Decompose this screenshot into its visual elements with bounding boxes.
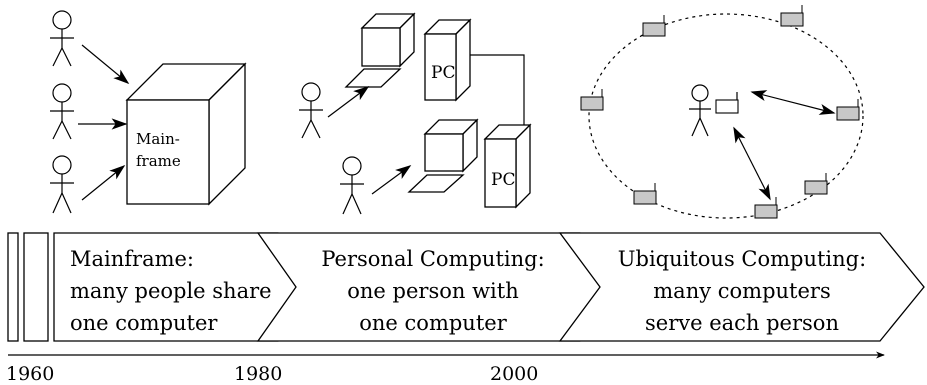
arrow xyxy=(327,86,370,118)
era-text: one computer xyxy=(359,311,507,335)
double-arrow xyxy=(750,90,836,115)
person-figure xyxy=(299,82,323,139)
person-figure xyxy=(50,155,74,214)
keyboard xyxy=(344,68,402,88)
era-text: one computer xyxy=(70,311,218,335)
device-group xyxy=(580,5,860,219)
person-figure xyxy=(340,156,364,215)
personal-device xyxy=(715,92,739,114)
timeline-strip: Mainframe: many people share one compute… xyxy=(7,232,925,342)
era-chevron xyxy=(558,232,925,342)
mainframe-label: frame xyxy=(136,152,181,170)
monitor xyxy=(360,12,416,68)
gray-device xyxy=(780,5,804,27)
arrow xyxy=(81,44,130,85)
gray-device xyxy=(836,99,860,121)
year-label: 2000 xyxy=(490,363,538,385)
person-figure xyxy=(50,83,74,140)
era-heading: Mainframe: xyxy=(70,247,194,271)
timeline-bar xyxy=(7,232,19,342)
era-text: one person with xyxy=(347,279,518,303)
double-arrow xyxy=(733,126,771,201)
era-text: many people share xyxy=(70,279,272,303)
arrow xyxy=(371,165,412,195)
year-label: 1980 xyxy=(234,363,282,385)
pc-label: PC xyxy=(491,170,515,190)
pc-tower: PC xyxy=(423,18,472,102)
gray-device xyxy=(642,15,666,37)
pc-label: PC xyxy=(431,63,455,83)
mainframe-label: Main- xyxy=(136,130,180,148)
gray-device xyxy=(754,197,778,219)
device-ring xyxy=(588,13,864,219)
era-heading: Ubiquitous Computing: xyxy=(618,247,866,271)
era-text: many computers xyxy=(653,279,830,303)
monitor xyxy=(423,118,479,173)
personal-computing-scene: PC PC xyxy=(299,12,532,215)
era-text: serve each person xyxy=(645,311,839,335)
era-heading: Personal Computing: xyxy=(321,247,544,271)
mainframe-scene: Main- frame xyxy=(50,10,247,214)
mainframe-cube: Main- frame xyxy=(125,62,247,206)
gray-device xyxy=(633,183,657,205)
keyboard xyxy=(407,174,465,193)
year-label: 1960 xyxy=(6,363,54,385)
arrow xyxy=(81,164,126,201)
ubiquitous-computing-scene xyxy=(580,5,864,219)
person-figure xyxy=(50,10,74,67)
time-axis: 1960 1980 2000 xyxy=(6,351,885,385)
timeline-bar xyxy=(23,232,49,342)
gray-device xyxy=(580,89,604,111)
gray-device xyxy=(804,173,828,195)
pc-tower: PC xyxy=(483,123,532,209)
person-figure xyxy=(689,84,711,137)
